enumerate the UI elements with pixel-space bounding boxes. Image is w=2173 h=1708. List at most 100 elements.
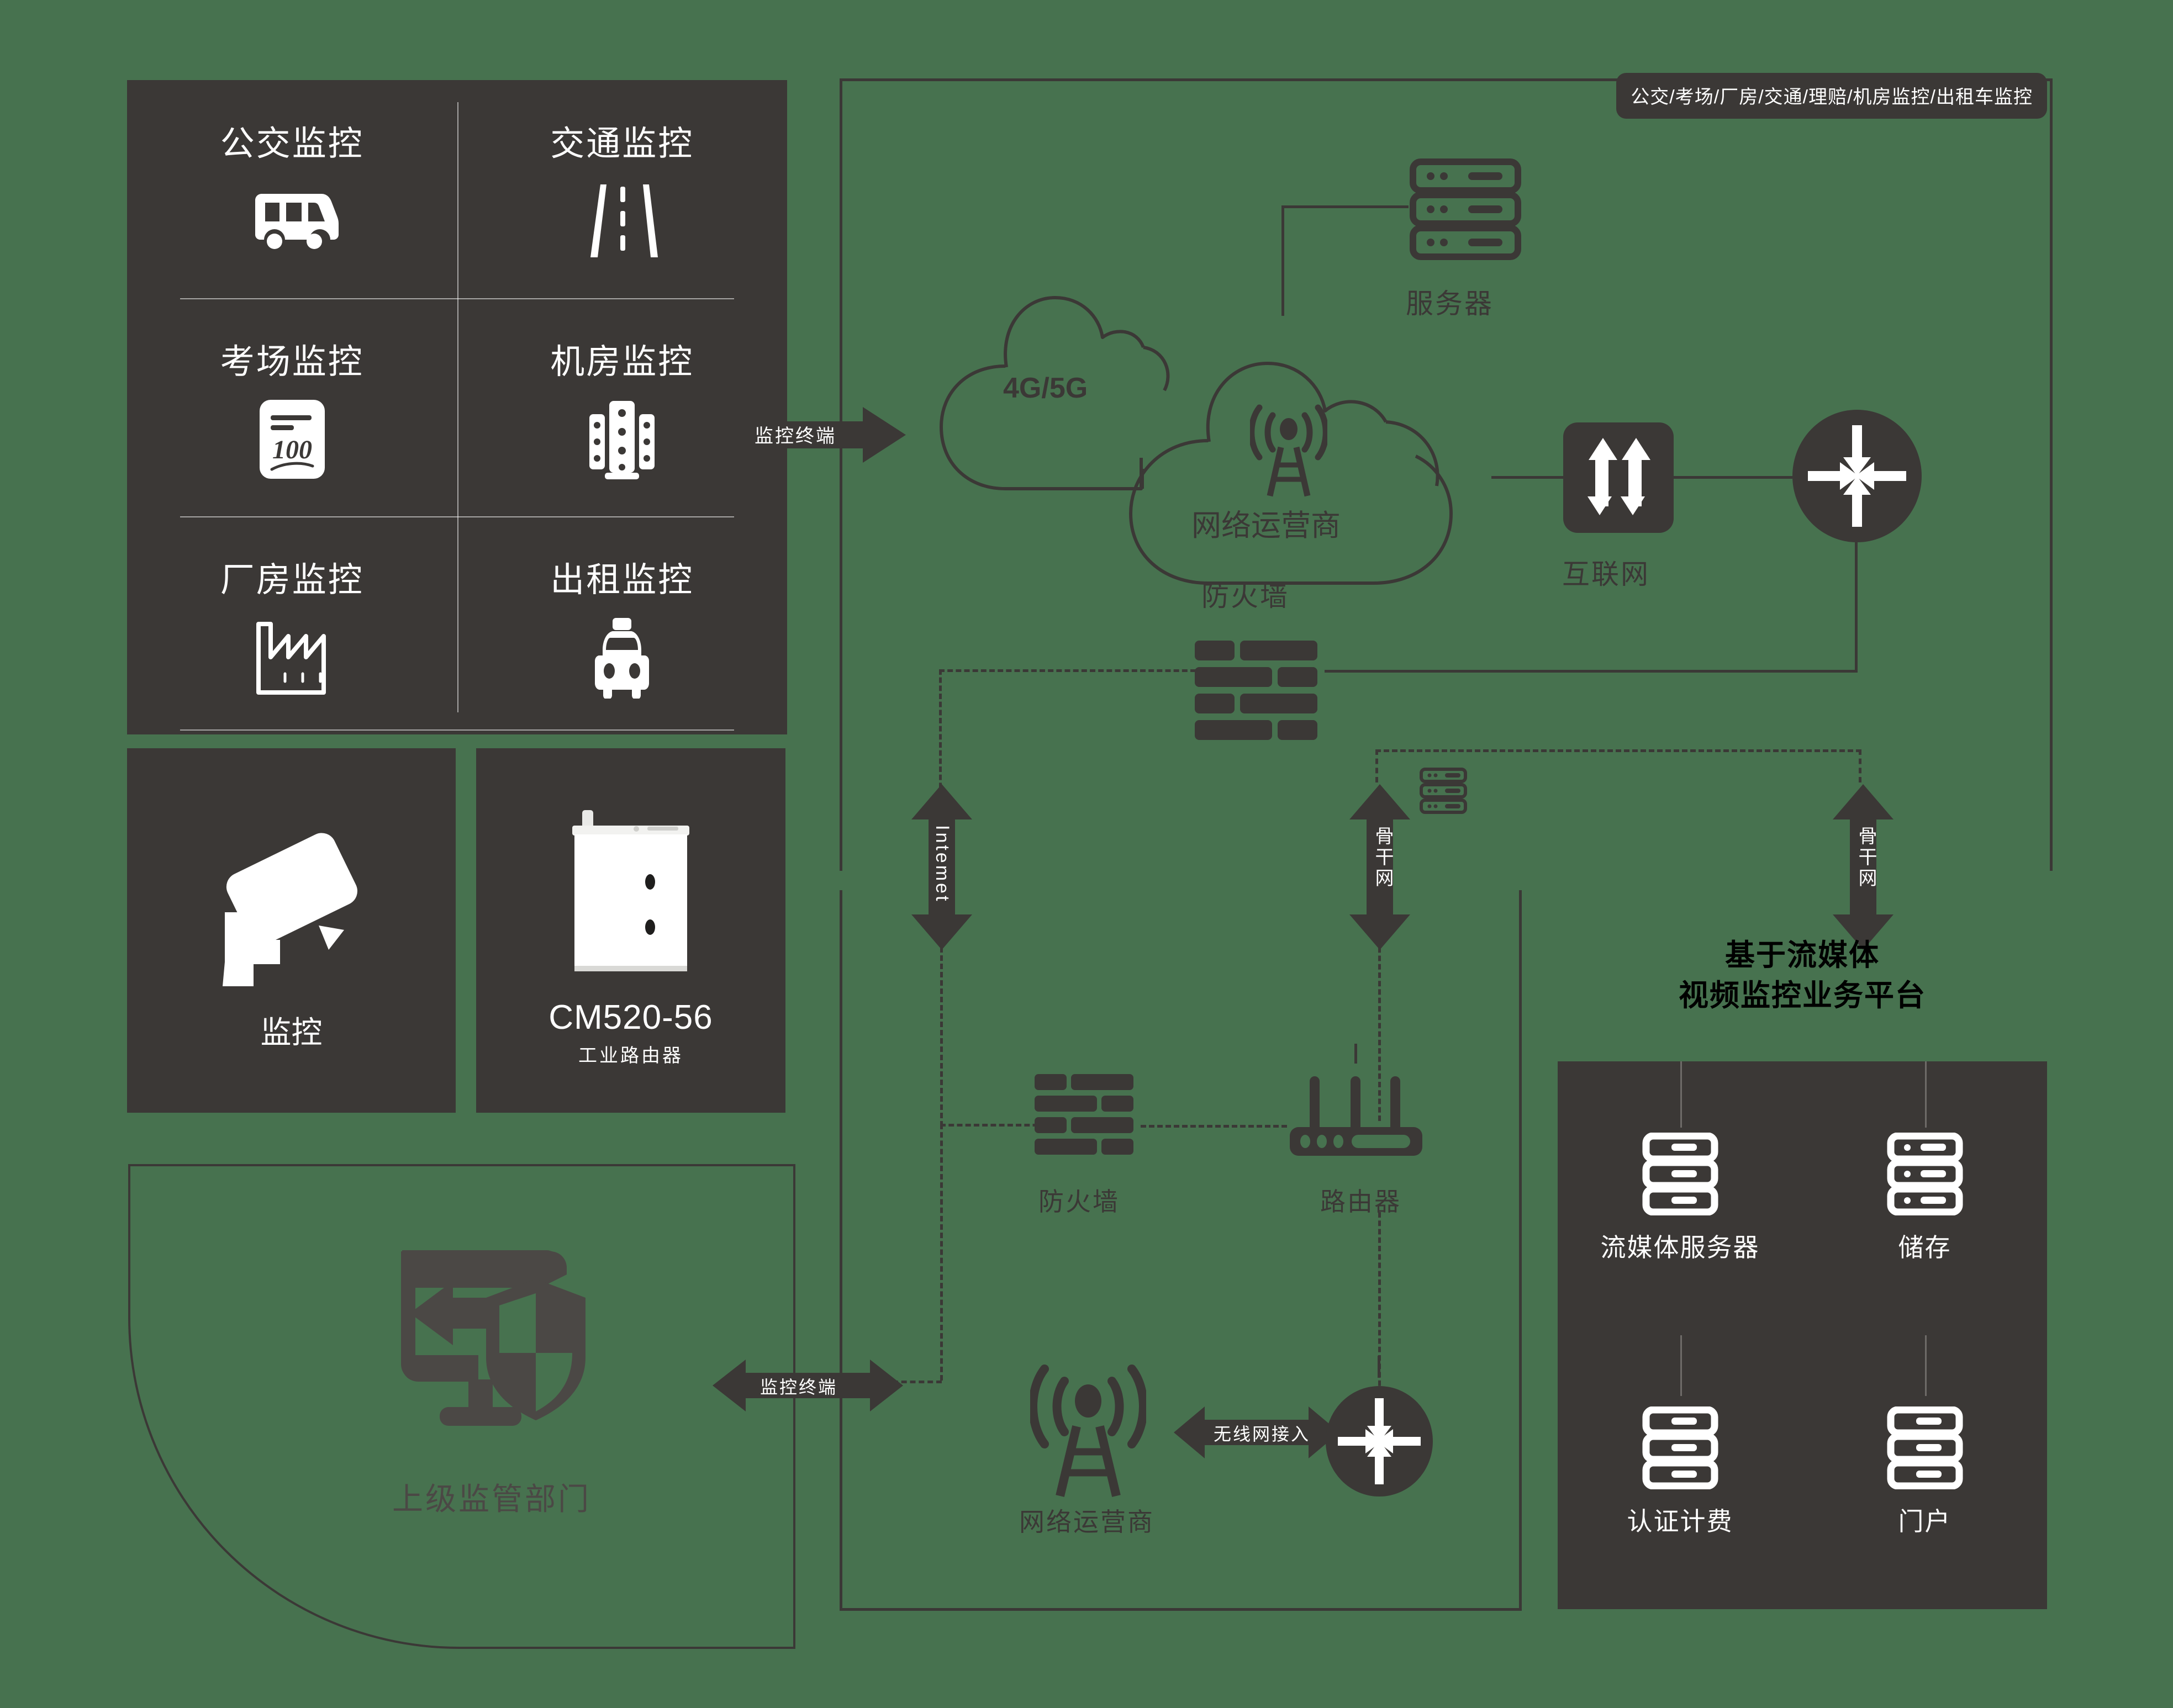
camera-label: 监控 bbox=[260, 1014, 323, 1050]
backbone-right-arrow: 骨干网 bbox=[1833, 784, 1894, 950]
platform-item-storage[interactable]: 储存 bbox=[1802, 1061, 2047, 1335]
terminal-arrow-top-label: 监控终端 bbox=[755, 426, 836, 447]
scenario-tag: 公交/考场/厂房/交通/理赔/机房监控/出租车监控 bbox=[1616, 73, 2047, 119]
platform-conn-left bbox=[1680, 1061, 1682, 1128]
category-label: 交通监控 bbox=[550, 125, 694, 163]
camera-device-card[interactable]: 监控 bbox=[127, 748, 456, 1113]
operator-tower-node[interactable] bbox=[1030, 1361, 1146, 1499]
firewall-mid-node[interactable] bbox=[1035, 1074, 1140, 1157]
firewall-left-dashed-vertical bbox=[939, 669, 942, 796]
monitoring-categories-panel: 公交监控 交通监控 bbox=[127, 80, 787, 734]
monitor-shield-icon bbox=[370, 1231, 613, 1452]
category-cell-traffic[interactable]: 交通监控 bbox=[457, 80, 788, 298]
backbone-dashed-right-drop bbox=[1859, 749, 1861, 782]
backbone-mid-arrow: 骨干网 bbox=[1349, 784, 1410, 950]
operator-cloud: 网络运营商 bbox=[1091, 338, 1489, 609]
access-router-stub bbox=[1378, 1356, 1380, 1378]
firewall-top-label: 防火墙 bbox=[1201, 581, 1289, 612]
internet-router-link bbox=[1674, 476, 1792, 479]
internet-dashed-bottom bbox=[940, 1124, 943, 1381]
cctv-camera-icon bbox=[201, 809, 383, 1008]
platform-conn-right bbox=[1924, 1061, 1927, 1128]
category-label: 厂房监控 bbox=[220, 561, 364, 600]
grid-divider-h2 bbox=[180, 516, 735, 517]
operator-tower-label: 网络运营商 bbox=[1019, 1508, 1154, 1536]
operator-cloud-label: 网络运营商 bbox=[1191, 509, 1341, 542]
platform-title-line1: 基于流媒体 bbox=[1725, 939, 1880, 972]
terminal-arrow-bottom: 监控终端 bbox=[713, 1358, 903, 1413]
factory-icon bbox=[251, 616, 334, 699]
industrial-router-icon bbox=[553, 794, 708, 998]
platform-item-streaming-server[interactable]: 流媒体服务器 bbox=[1558, 1061, 1802, 1335]
platform-header: 基于流媒体 视频监控业务平台 bbox=[1558, 890, 2047, 1061]
terminal-dashed-left bbox=[884, 1381, 942, 1383]
server-stack-icon bbox=[1886, 1406, 1964, 1489]
server-connector-horizontal bbox=[1281, 205, 1409, 208]
backbone-mid-arrow-label: 骨干网 bbox=[1372, 826, 1393, 889]
category-cell-exam[interactable]: 考场监控 100 bbox=[127, 298, 457, 516]
mid-server-icon bbox=[1418, 768, 1468, 814]
category-cell-factory[interactable]: 厂房监控 bbox=[127, 516, 457, 734]
category-label: 机房监控 bbox=[550, 343, 694, 382]
router-mid-stub bbox=[1354, 1044, 1357, 1064]
internet-vertical-arrow-label: Intemet bbox=[932, 825, 953, 903]
industrial-router-card[interactable]: CM520-56 工业路由器 bbox=[476, 748, 785, 1113]
wifi-router-node[interactable] bbox=[1290, 1074, 1422, 1157]
server-label: 服务器 bbox=[1406, 288, 1494, 319]
platform-item-auth-billing[interactable]: 认证计费 bbox=[1558, 1335, 1802, 1609]
platform-item-portal[interactable]: 门户 bbox=[1802, 1335, 2047, 1609]
category-cell-taxi[interactable]: 出租监控 bbox=[457, 516, 788, 734]
grid-divider-h1 bbox=[180, 298, 735, 299]
platform-item-label: 门户 bbox=[1898, 1507, 1952, 1536]
carrier-network-frame bbox=[840, 78, 2053, 871]
wireless-access-arrow: 无线网接入 bbox=[1174, 1405, 1339, 1460]
router-model-label: CM520-56 bbox=[548, 998, 713, 1037]
router-down-dashed bbox=[1378, 1212, 1381, 1394]
wireless-access-label: 无线网接入 bbox=[1214, 1424, 1311, 1444]
internet-dashed-right bbox=[940, 1124, 1055, 1127]
backbone-mid-dashed bbox=[1378, 939, 1381, 1121]
supervision-content[interactable]: 上级监管部门 bbox=[354, 1231, 630, 1519]
internet-node[interactable] bbox=[1563, 422, 1674, 533]
platform-item-label: 流媒体服务器 bbox=[1600, 1233, 1760, 1262]
platform-title-line2: 视频监控业务平台 bbox=[1679, 979, 1926, 1012]
terminal-arrow-bottom-label: 监控终端 bbox=[760, 1377, 838, 1397]
internet-dashed-down bbox=[940, 939, 943, 1127]
category-label: 考场监控 bbox=[220, 343, 364, 382]
cloud-internet-link bbox=[1491, 476, 1563, 479]
svg-text:100: 100 bbox=[272, 435, 312, 464]
firewall-backbone-line bbox=[1325, 670, 1858, 673]
platform-item-label: 认证计费 bbox=[1627, 1507, 1733, 1536]
internet-label: 互联网 bbox=[1562, 559, 1650, 590]
category-label: 出租监控 bbox=[550, 561, 694, 600]
backbone-right-arrow-label: 骨干网 bbox=[1855, 826, 1876, 889]
terminal-arrow-top: 监控终端 bbox=[740, 406, 906, 464]
radio-tower-icon bbox=[1250, 404, 1327, 498]
server-node[interactable] bbox=[1407, 157, 1526, 262]
exam-paper-icon: 100 bbox=[256, 398, 328, 480]
platform-conn-right-2 bbox=[1924, 1335, 1927, 1396]
category-cell-bus[interactable]: 公交监控 bbox=[127, 80, 457, 298]
server-connector-vertical bbox=[1281, 205, 1284, 316]
local-network-frame bbox=[840, 890, 1522, 1611]
category-cell-datacenter[interactable]: 机房监控 bbox=[457, 298, 788, 516]
platform-body: 流媒体服务器 储存 bbox=[1558, 1061, 2047, 1609]
mobile-network-cloud: 4G/5G bbox=[900, 279, 1243, 511]
firewall-left-dashed bbox=[939, 669, 1196, 672]
firewall-top-node[interactable] bbox=[1195, 641, 1325, 743]
server-room-icon bbox=[581, 398, 663, 480]
road-icon bbox=[581, 179, 663, 262]
taxi-icon bbox=[586, 616, 658, 699]
wifi-router-label: 路由器 bbox=[1320, 1187, 1401, 1216]
category-label: 公交监控 bbox=[220, 125, 364, 163]
access-router-node[interactable] bbox=[1326, 1386, 1433, 1497]
router-type-label: 工业路由器 bbox=[578, 1045, 683, 1066]
server-stack-icon bbox=[1642, 1406, 1719, 1489]
core-router-node[interactable] bbox=[1792, 410, 1922, 542]
supervision-label: 上级监管部门 bbox=[392, 1482, 591, 1516]
firewall-router-dashed bbox=[1141, 1125, 1287, 1128]
firewall-mid-label: 防火墙 bbox=[1038, 1187, 1120, 1216]
router-down-line bbox=[1855, 542, 1858, 672]
server-stack-icon bbox=[1642, 1133, 1719, 1215]
